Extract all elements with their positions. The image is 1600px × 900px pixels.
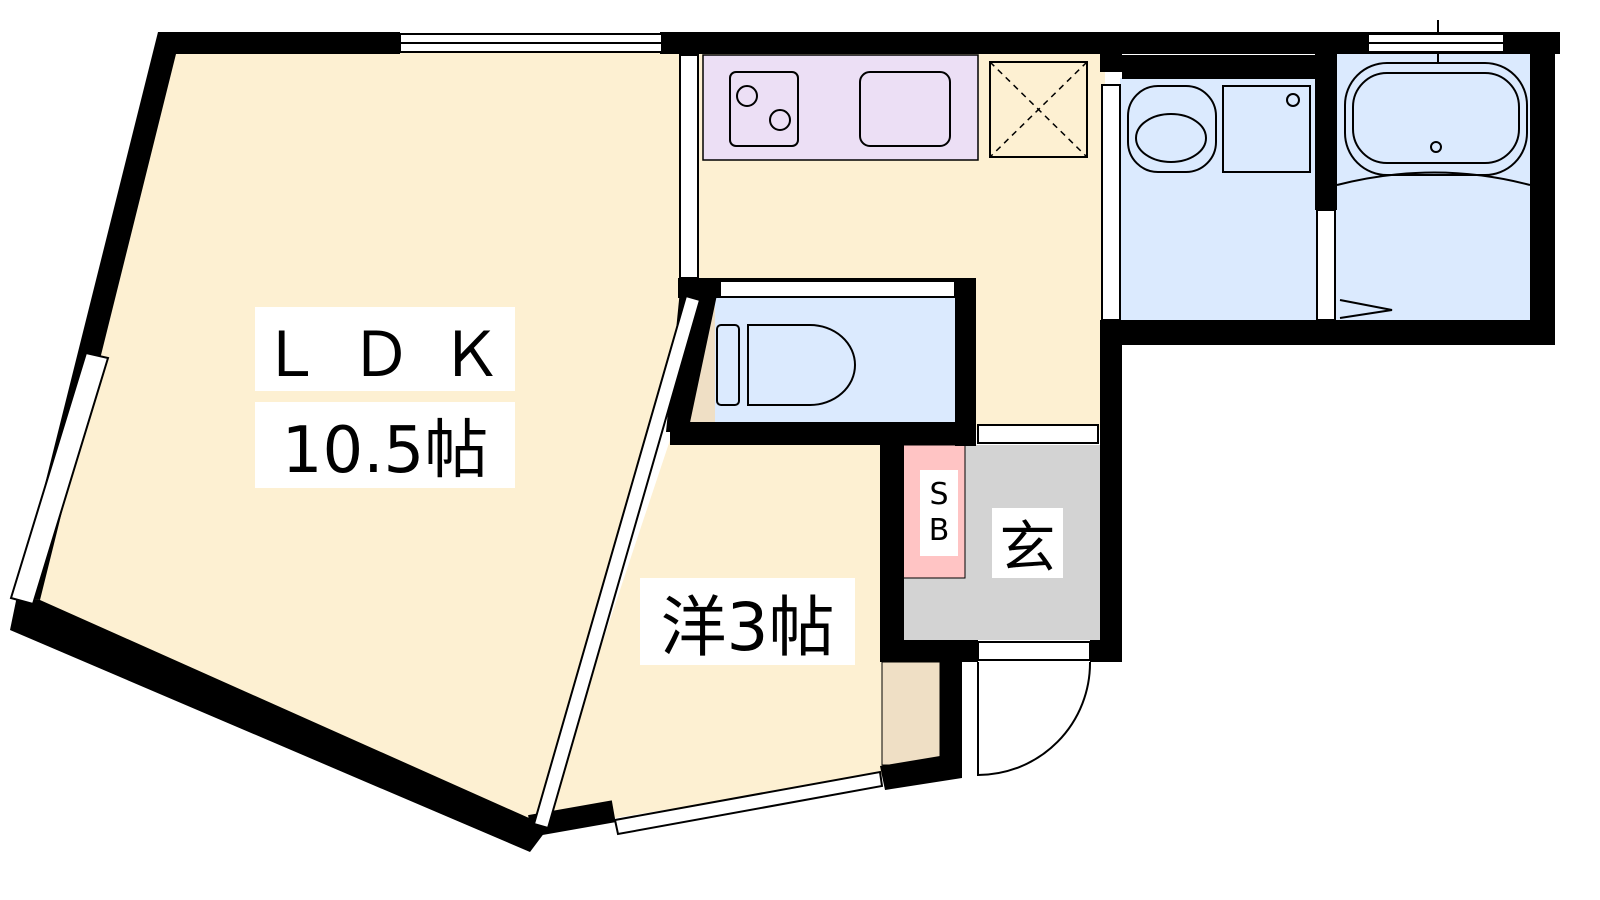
door-swing-icon[interactable] <box>977 661 1092 777</box>
bathtub-icon <box>1344 62 1528 176</box>
shoe-box-label-b: B <box>928 513 950 548</box>
shoe-box-label: S B <box>920 470 958 556</box>
fridge-cross-icon <box>989 61 1088 158</box>
toilet-floor <box>715 298 957 422</box>
washbasin-icon <box>1127 85 1217 173</box>
toilet-bowl-icon <box>747 324 856 406</box>
ldk-label: ＬＤＫ <box>255 307 515 391</box>
entrance-label: 玄 <box>992 508 1063 581</box>
bath-edge <box>1336 171 1531 186</box>
shoe-box-label-s: S <box>929 477 949 512</box>
stove-icon <box>729 71 799 147</box>
burner-icon <box>769 109 791 131</box>
sink-icon <box>859 71 951 147</box>
western-room-label: 洋3帖 <box>640 578 855 666</box>
burner-icon <box>736 85 758 107</box>
drain-icon <box>1286 93 1300 107</box>
basin-bowl-icon <box>1135 113 1207 163</box>
windows[interactable] <box>9 33 1505 836</box>
toilet-tank-icon <box>716 324 740 406</box>
washroom-floor <box>1120 78 1317 322</box>
bathroom-floor <box>1335 50 1532 322</box>
bathtub-inner-icon <box>1352 72 1520 164</box>
bath-door-icon <box>1339 299 1393 319</box>
bath-drain-icon <box>1430 141 1442 153</box>
ldk-size-label: 10.5帖 <box>255 402 515 488</box>
closet <box>881 661 941 766</box>
washing-machine-space <box>1222 85 1311 173</box>
kitchen-counter <box>702 54 979 161</box>
